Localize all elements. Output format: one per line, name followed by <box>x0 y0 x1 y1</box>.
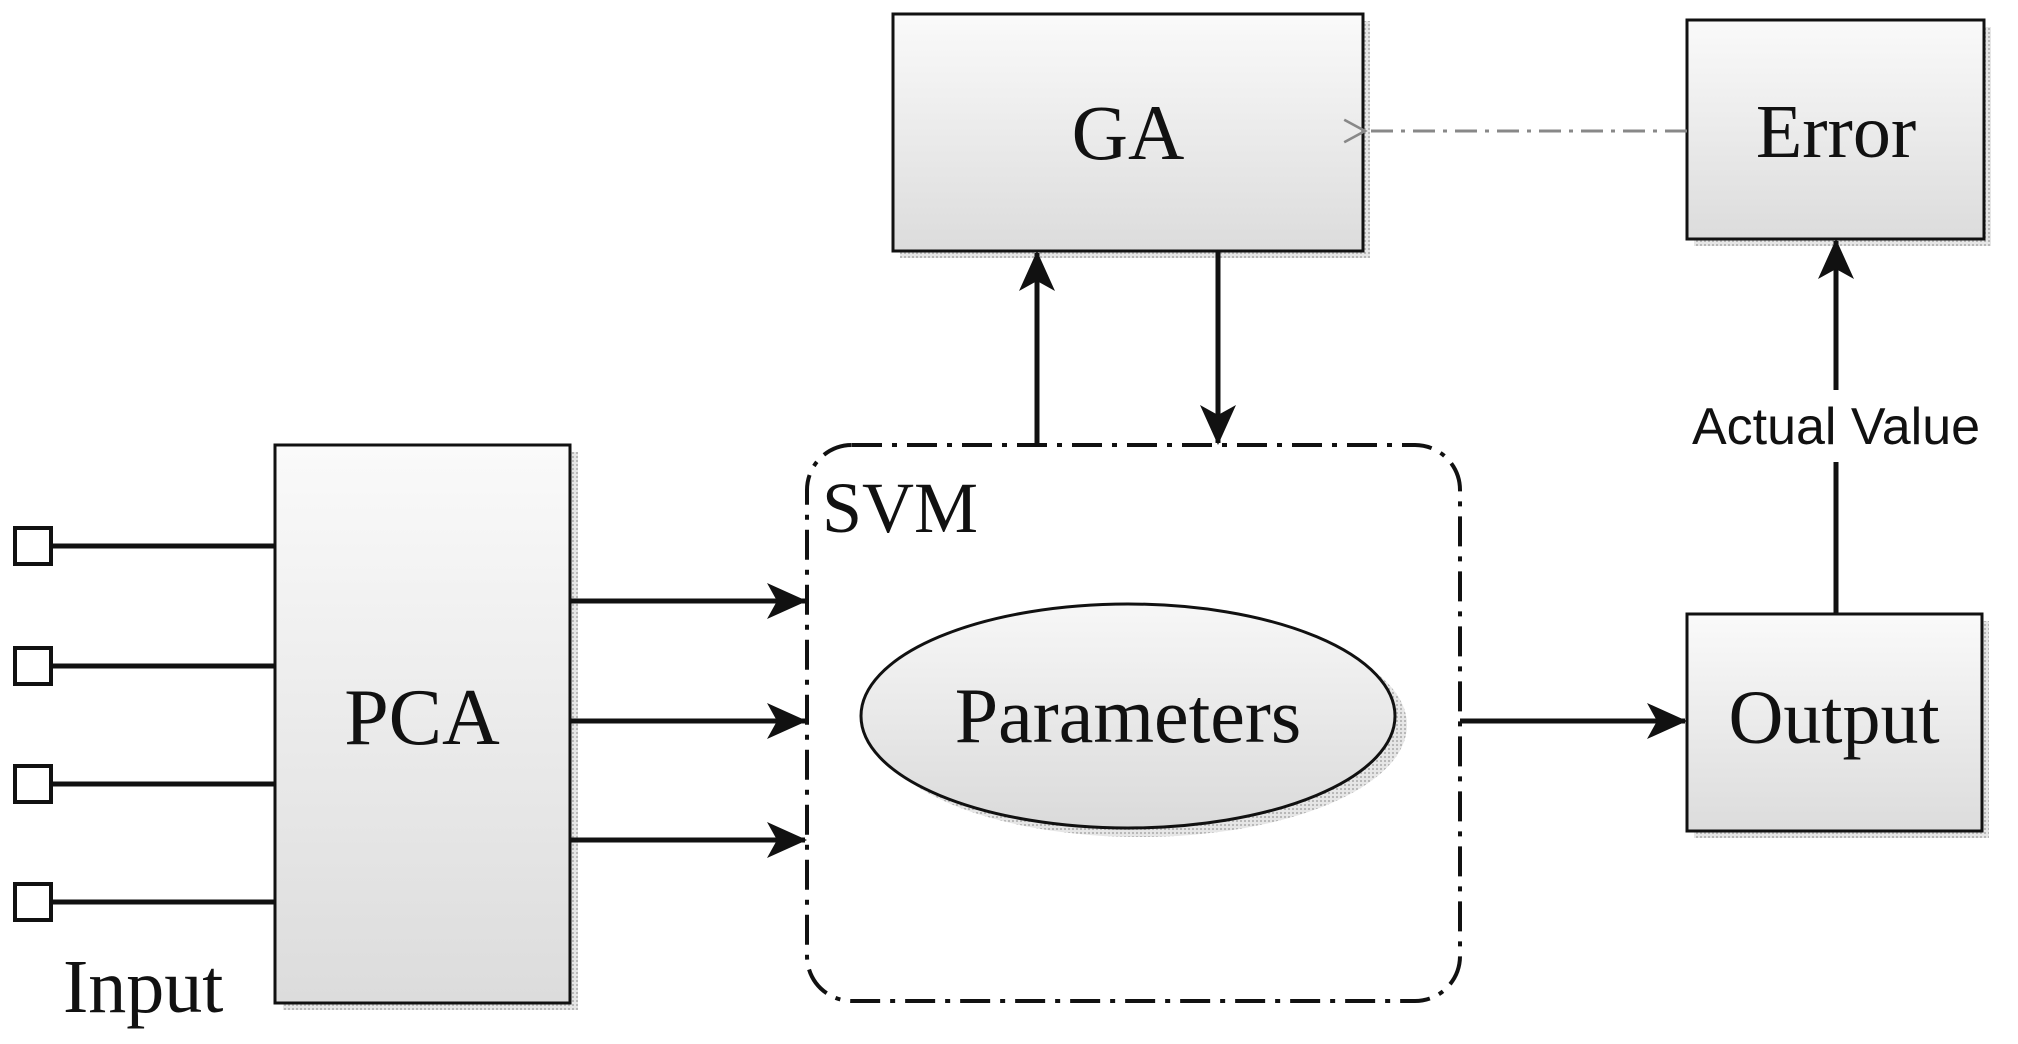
pca-box <box>273 443 572 1005</box>
output-node: Output <box>1685 612 1989 838</box>
parameters-ellipse <box>859 602 1397 830</box>
parameters-label: Parameters <box>955 672 1302 759</box>
svm-label: SVM <box>822 468 978 548</box>
output-box <box>1685 612 1984 833</box>
parameters-node: Parameters <box>859 602 1407 837</box>
ga-box <box>891 12 1365 253</box>
ga-label: GA <box>1072 89 1185 176</box>
error-label: Error <box>1756 90 1916 174</box>
input-label: Input <box>63 945 223 1029</box>
pca-to-svm-arrows <box>570 583 807 858</box>
input-terminal-1 <box>13 526 53 566</box>
input-terminals <box>13 526 275 922</box>
input-terminal-3 <box>13 764 53 804</box>
error-node: Error <box>1685 18 1991 246</box>
output-label: Output <box>1728 676 1939 760</box>
input-terminal-2 <box>13 646 53 686</box>
actual-value-label: Actual Value <box>1692 398 1980 456</box>
pca-node: PCA <box>273 443 578 1010</box>
input-terminal-4 <box>13 882 53 922</box>
ga-node: GA <box>891 12 1370 258</box>
pca-label: PCA <box>344 674 500 762</box>
